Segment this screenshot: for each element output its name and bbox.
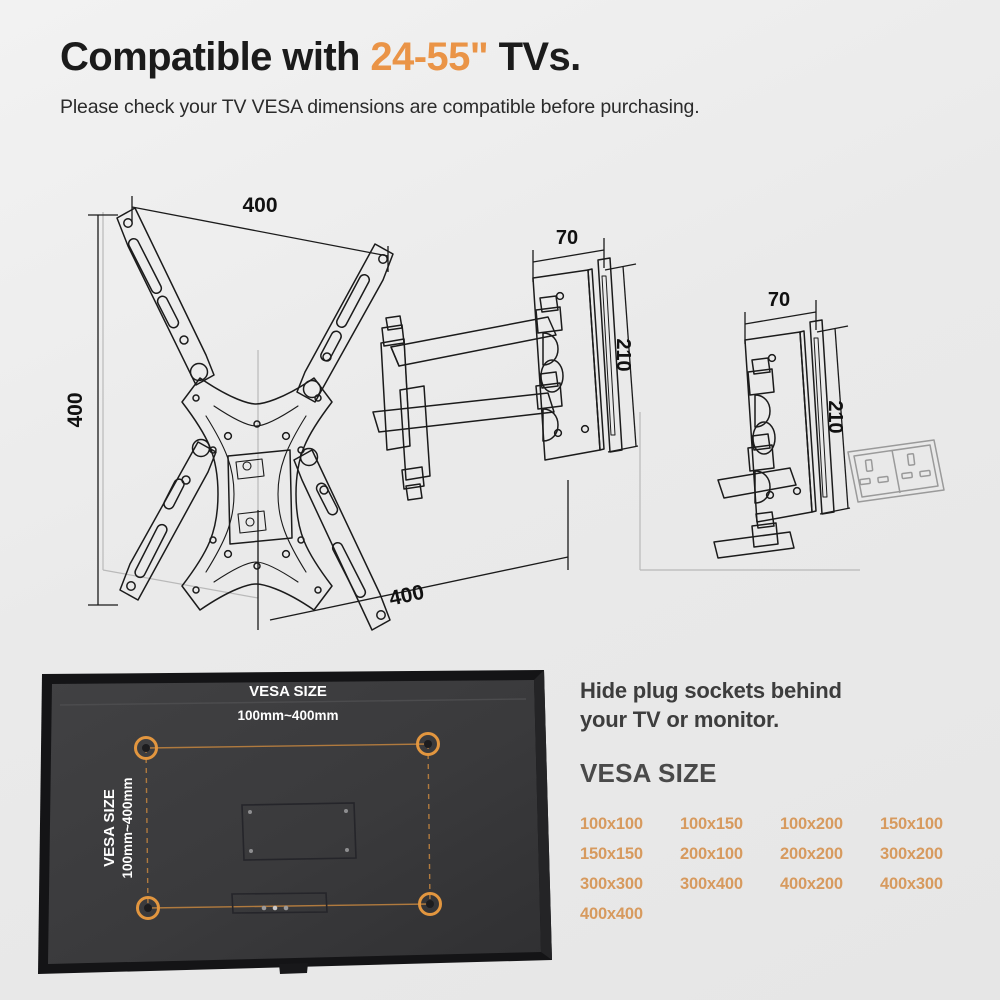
vesa-size-item: 100x150	[680, 815, 743, 834]
vesa-size-item: 100x200	[780, 815, 843, 834]
socket-hint-line-2: your TV or monitor.	[580, 707, 780, 733]
vesa-size-item: 400x300	[880, 875, 943, 894]
vesa-guide-lines	[145, 743, 431, 909]
vesa-size-item: 200x100	[680, 845, 743, 864]
vesa-size-item: 200x200	[780, 845, 843, 864]
headline-accent-size: 24-55"	[370, 35, 489, 79]
tv-rear-diagram: VESA SIZE 100mm~400mm VESA SIZE 100mm~40…	[36, 668, 566, 980]
dimension-label-extension: 400	[387, 581, 426, 611]
dimension-label-height-a: 210	[612, 338, 634, 371]
socket-hint-text: Hide plug sockets behind your TV or moni…	[580, 676, 980, 734]
tv-stand-nub	[279, 963, 308, 974]
page-subtitle: Please check your TV VESA dimensions are…	[60, 96, 700, 118]
vesa-side-title: VESA SIZE	[101, 789, 118, 867]
vesa-size-list: 100x100 100x150 100x200 150x100 150x150 …	[580, 815, 980, 924]
vesa-size-item: 400x400	[580, 905, 643, 924]
dimension-label-width: 400	[242, 194, 277, 217]
vesa-size-item: 300x400	[680, 875, 743, 894]
tv-port-strip	[231, 892, 328, 914]
info-panel: Hide plug sockets behind your TV or moni…	[580, 676, 980, 924]
tv-center-panel	[241, 802, 357, 861]
wall-plate-2-assembly	[713, 319, 835, 559]
vesa-top-range: 100mm~400mm	[238, 708, 339, 723]
tv-back-panel	[48, 680, 541, 964]
headline-prefix: Compatible with	[60, 35, 371, 79]
header-block: Compatible with 24-55" TVs. Please check…	[60, 36, 960, 119]
vesa-size-item: 150x100	[880, 815, 943, 834]
headline-suffix: TVs.	[488, 35, 582, 79]
vesa-size-item: 300x300	[580, 875, 643, 894]
vesa-side-range: 100mm~400mm	[120, 778, 135, 879]
dimension-depth-70-a	[532, 238, 605, 282]
vesa-size-heading: VESA SIZE	[580, 758, 717, 789]
vesa-size-item: 300x200	[880, 845, 943, 864]
technical-diagram: 400 400 400	[0, 150, 1000, 660]
page-title: Compatible with 24-55" TVs.	[60, 36, 960, 78]
dimension-label-height: 400	[64, 392, 87, 427]
tv-edge-taper	[534, 670, 552, 960]
vesa-size-item: 100x100	[580, 815, 643, 834]
dimension-label-depth-a: 70	[556, 227, 578, 249]
vesa-top-title: VESA SIZE	[249, 683, 327, 700]
wall-plate-1	[532, 257, 623, 461]
dimension-height-210-b	[816, 325, 851, 515]
wall-socket-icon	[847, 439, 945, 503]
socket-hint-line-1: Hide plug sockets behind	[580, 678, 842, 703]
tv-top-seam	[59, 698, 527, 706]
dimension-left-400	[88, 214, 118, 606]
vesa-mount-holes	[134, 732, 442, 920]
vesa-size-item: 150x150	[580, 845, 643, 864]
dimension-height-210-a	[604, 263, 639, 453]
dimension-label-depth-b: 70	[768, 289, 790, 311]
dimension-extension-400	[257, 480, 569, 630]
bracket-articulating-arms	[372, 295, 564, 501]
dimension-label-height-b: 210	[824, 400, 846, 433]
dimension-depth-70-b	[744, 300, 817, 344]
vesa-size-item: 400x200	[780, 875, 843, 894]
bracket-vesa-plate	[116, 207, 394, 631]
